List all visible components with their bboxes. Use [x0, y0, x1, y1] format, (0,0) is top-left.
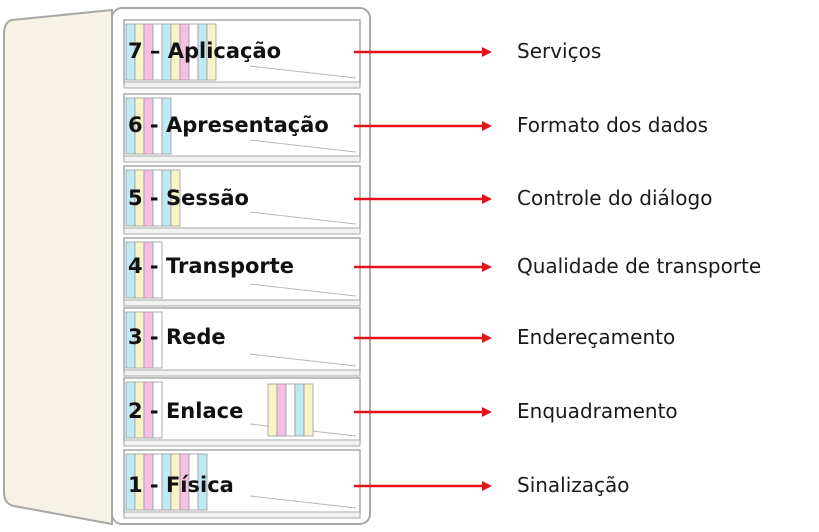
layer-label: 1 - Física: [128, 473, 234, 497]
shelf-compartment: [123, 307, 361, 373]
shelf-row: [123, 19, 361, 89]
shelf-row: [123, 165, 361, 235]
book-spine: [152, 381, 163, 439]
book-spine: [152, 311, 163, 369]
shelf-row: [123, 377, 361, 447]
shelf-perspective-line: [249, 65, 357, 79]
layer-function-label: Controle do diálogo: [517, 186, 713, 210]
book-spine: [303, 383, 314, 437]
shelf-board: [123, 81, 361, 89]
shelf-row: [123, 449, 361, 519]
layer-label: 7 – Aplicação: [128, 39, 282, 63]
shelf-perspective-line: [249, 495, 357, 509]
shelf-compartment: [123, 237, 361, 303]
layer-function-label: Endereçamento: [517, 325, 676, 349]
shelf-board: [123, 439, 361, 447]
layer-label: 6 - Apresentação: [128, 113, 329, 137]
layer-function-label: Serviços: [517, 39, 602, 63]
book-spine: [197, 453, 208, 511]
book-spine: [152, 241, 163, 299]
layer-label: 5 - Sessão: [128, 186, 249, 210]
layer-function-label: Qualidade de transporte: [517, 254, 762, 278]
book-spine: [206, 23, 217, 81]
layer-function-label: Enquadramento: [517, 399, 678, 423]
shelf-perspective-line: [249, 353, 357, 367]
shelf-board: [123, 227, 361, 235]
shelf-compartment: [123, 377, 361, 443]
book-spine: [285, 383, 296, 437]
book-spine: [170, 169, 181, 227]
layer-label: 3 - Rede: [128, 325, 226, 349]
layer-label: 4 - Transporte: [128, 254, 295, 278]
layer-function-label: Formato dos dados: [517, 113, 709, 137]
book-spine: [161, 97, 172, 155]
book-spine: [294, 383, 305, 437]
shelf-perspective-line: [249, 139, 357, 153]
shelf-board: [123, 511, 361, 519]
shelf-perspective-line: [249, 283, 357, 297]
shelf-board: [123, 299, 361, 307]
layer-function-label: Sinalização: [517, 473, 630, 497]
layer-label: 2 - Enlace: [128, 399, 244, 423]
book-spine: [276, 383, 287, 437]
shelf-row: [123, 307, 361, 377]
book-spine: [267, 383, 278, 437]
shelf-perspective-line: [249, 211, 357, 225]
shelf-board: [123, 155, 361, 163]
cabinet-side-panel: [3, 8, 113, 526]
shelf-row: [123, 93, 361, 163]
shelf-board: [123, 369, 361, 377]
shelf-row: [123, 237, 361, 307]
